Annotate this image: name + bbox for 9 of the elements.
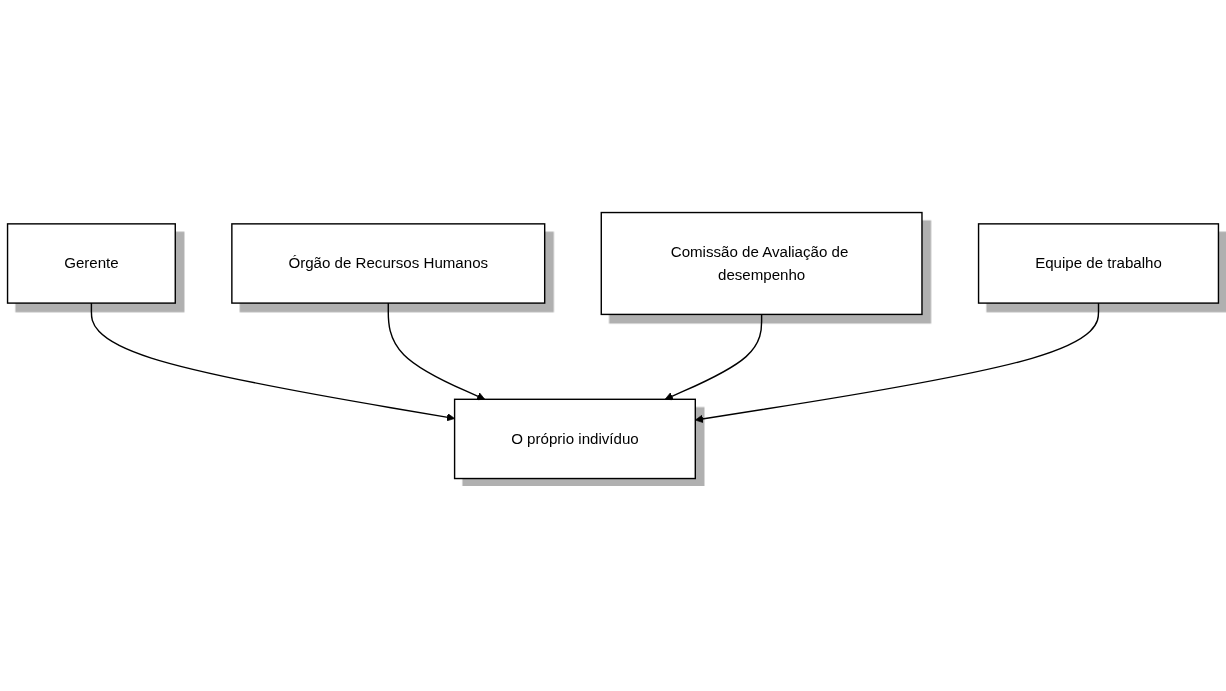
arrow <box>664 313 763 401</box>
arrow <box>387 302 486 401</box>
node-box: Comissão de Avaliação de desempenho <box>600 211 923 316</box>
arrow <box>90 302 455 422</box>
node-box: Equipe de trabalho <box>977 223 1220 304</box>
arrow <box>694 302 1100 423</box>
node-box: O próprio indivíduo <box>453 398 696 480</box>
node-box: Gerente <box>6 223 176 304</box>
node-box: Órgão de Recursos Humanos <box>231 223 546 304</box>
